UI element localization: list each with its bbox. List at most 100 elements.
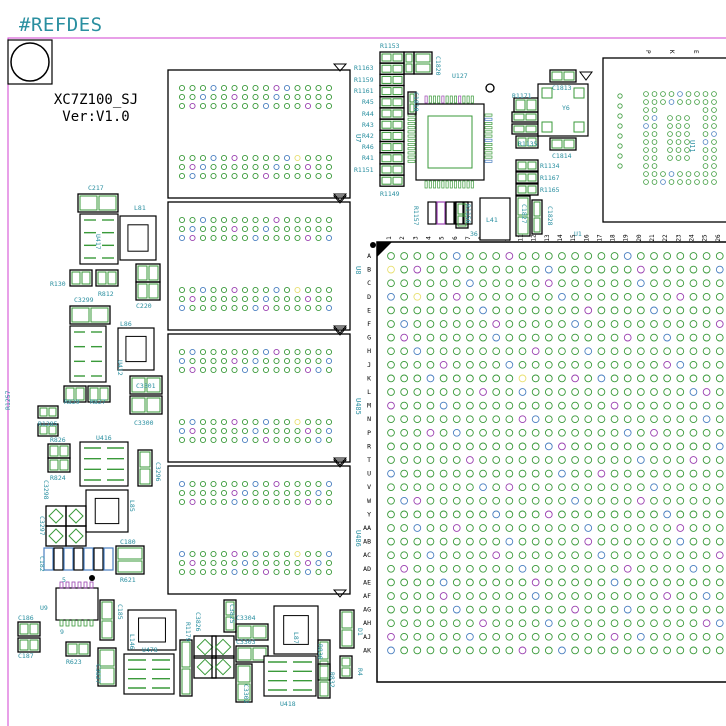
bga-ball xyxy=(676,592,685,600)
ddr-pad xyxy=(220,304,228,312)
silk-label: U417 xyxy=(94,234,102,250)
right-chip-ball xyxy=(643,107,649,113)
fiducial-frame xyxy=(7,39,53,85)
bga-ball xyxy=(505,537,514,546)
bga-ball xyxy=(466,401,474,410)
pad xyxy=(563,139,575,149)
bga-ball xyxy=(518,483,527,492)
bga-ball xyxy=(558,578,566,587)
bga-ball xyxy=(623,360,632,369)
bga-ball xyxy=(597,428,606,437)
bga-ball xyxy=(400,265,409,274)
silk-label: R832 xyxy=(328,672,336,688)
pad xyxy=(381,109,392,118)
ddr-pad xyxy=(178,286,186,294)
bga-ball xyxy=(584,483,593,492)
bga-row-label: G xyxy=(367,334,371,342)
ddr-chip-label: U8 xyxy=(354,266,362,274)
bga-ball xyxy=(584,442,593,451)
right-chip-ball xyxy=(651,115,658,121)
bga-ball xyxy=(597,632,606,641)
bga-ball xyxy=(558,415,566,424)
bga-ball xyxy=(426,496,435,505)
ddr-pad xyxy=(231,225,238,233)
bga-ball xyxy=(689,415,698,424)
bga-ball xyxy=(466,415,474,424)
bga-ball xyxy=(518,632,527,641)
bga-ball xyxy=(492,442,501,451)
ddr-pad xyxy=(178,348,186,356)
bga-ball xyxy=(676,483,685,492)
silk-label: C3825 xyxy=(228,604,236,624)
bga-ball xyxy=(571,524,579,532)
bga-ball xyxy=(623,388,632,396)
silk-label: R1161 xyxy=(354,87,374,95)
u417 xyxy=(79,213,119,265)
right-chip-ball xyxy=(643,155,649,161)
bga-ball xyxy=(623,333,632,342)
ddr-pad xyxy=(241,550,249,558)
bga-ball xyxy=(466,347,474,356)
ddr-pad xyxy=(252,366,259,374)
pin1-marker xyxy=(332,457,348,466)
ddr-pad xyxy=(241,234,249,242)
silk-label: U412 xyxy=(116,360,124,376)
bga-ball xyxy=(597,265,606,274)
bga-ball xyxy=(689,428,698,437)
ddr-pad xyxy=(241,436,249,444)
bga-ball xyxy=(479,456,487,464)
right-chip-ball xyxy=(685,91,692,97)
u127-pin xyxy=(441,95,445,104)
ddr-pad xyxy=(262,84,270,92)
silk-label: C1828 xyxy=(546,206,554,226)
ddr-pad xyxy=(304,84,312,92)
ddr-pad xyxy=(241,286,249,294)
bga-ball xyxy=(610,537,619,546)
right-chip-ball xyxy=(684,115,690,121)
pad xyxy=(381,53,392,62)
bga-ball xyxy=(466,252,474,260)
pad xyxy=(527,185,537,194)
ddr-pad xyxy=(283,357,291,365)
u127-pin xyxy=(407,155,416,159)
bga-ball xyxy=(558,510,566,519)
ddr-pad xyxy=(262,480,270,488)
bga-ball xyxy=(663,320,672,328)
c3301 xyxy=(129,375,163,395)
silk-label: D1 xyxy=(356,628,364,636)
right-chip-ball xyxy=(660,91,666,97)
bga-ball xyxy=(636,265,645,274)
pad xyxy=(392,64,403,73)
ddr-pad xyxy=(231,427,238,435)
c182-array xyxy=(63,547,74,571)
bga-ball xyxy=(702,510,711,519)
silk-label: R1257 xyxy=(4,390,12,410)
ddr-pad xyxy=(325,102,333,110)
silk-label: R824 xyxy=(50,474,66,482)
bga-ball xyxy=(413,279,422,288)
r1134 xyxy=(515,159,539,172)
c3827 xyxy=(97,647,117,687)
bga-ball xyxy=(452,592,461,600)
ddr-pad xyxy=(231,286,238,294)
c3300 xyxy=(129,395,163,415)
bga-ball xyxy=(531,347,540,356)
bga-ball xyxy=(426,333,435,342)
bga-ball xyxy=(715,632,724,641)
bga-ball xyxy=(650,564,658,573)
ddr-chip-body xyxy=(167,333,351,463)
ddr-pad xyxy=(315,286,322,294)
bga-ball xyxy=(439,306,448,315)
pad xyxy=(131,397,146,413)
c1810b xyxy=(407,91,417,115)
ddr-pad xyxy=(325,489,333,497)
bga-ball xyxy=(518,279,527,288)
bga-ball xyxy=(452,524,461,532)
ddr-pad xyxy=(283,163,291,171)
pad xyxy=(415,53,431,63)
ddr-pad xyxy=(325,286,333,294)
bga-ball xyxy=(650,483,658,492)
right-chip-ball xyxy=(675,115,682,121)
pad xyxy=(392,98,403,107)
bga-ball xyxy=(505,551,514,560)
